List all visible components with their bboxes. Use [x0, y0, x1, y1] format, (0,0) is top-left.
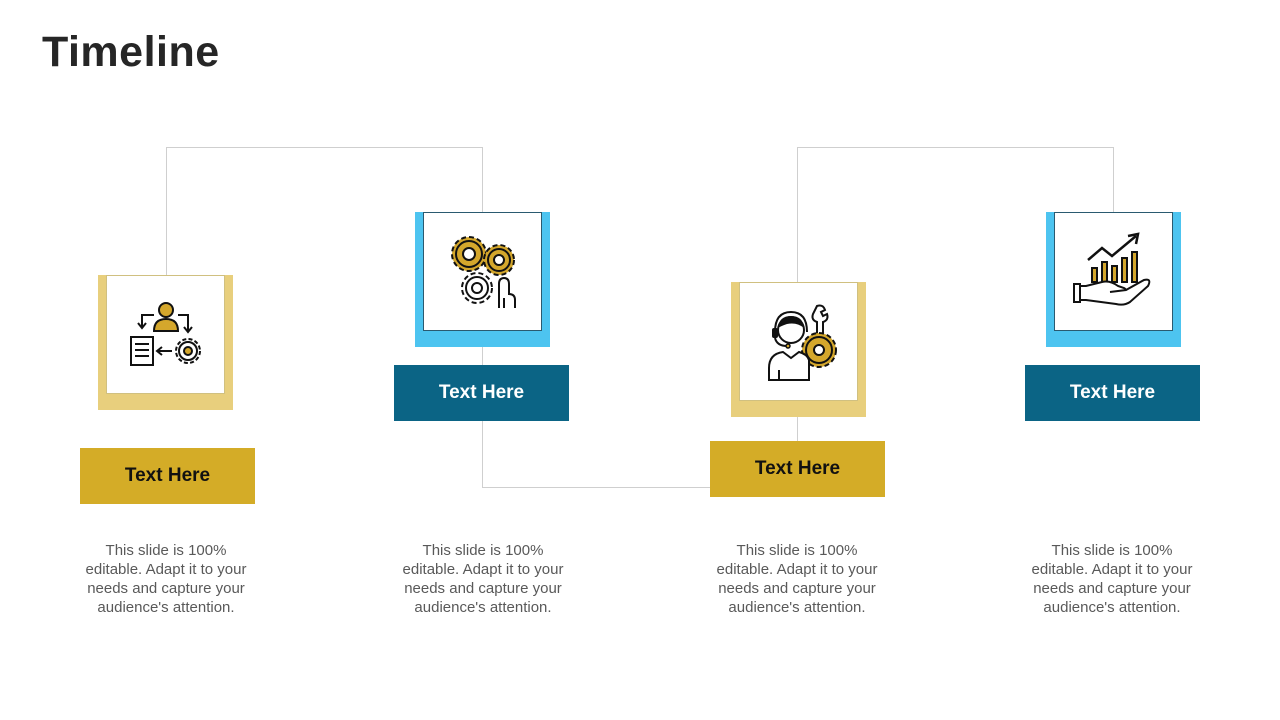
step-1-description: This slide is 100% editable. Adapt it to… [85, 542, 247, 616]
process-user-gear-icon [129, 301, 201, 366]
step-2-description: This slide is 100% editable. Adapt it to… [402, 542, 564, 616]
step-3-description: This slide is 100% editable. Adapt it to… [716, 542, 878, 616]
support-person-gear-icon [767, 304, 837, 381]
step-2-icon-card [415, 212, 550, 347]
step-2-label: Text Here [394, 365, 569, 421]
growth-chart-hand-icon [1072, 231, 1150, 306]
step-3-icon-card [731, 282, 866, 417]
page-title: Timeline [42, 28, 220, 76]
step-4-description: This slide is 100% editable. Adapt it to… [1031, 542, 1193, 616]
step-4-icon-card [1046, 212, 1181, 347]
step-1-icon-card [98, 275, 233, 410]
step-1-label: Text Here [80, 448, 255, 504]
gears-touch-icon [450, 235, 516, 308]
step-4-label: Text Here [1025, 365, 1200, 421]
step-3-label: Text Here [710, 441, 885, 497]
